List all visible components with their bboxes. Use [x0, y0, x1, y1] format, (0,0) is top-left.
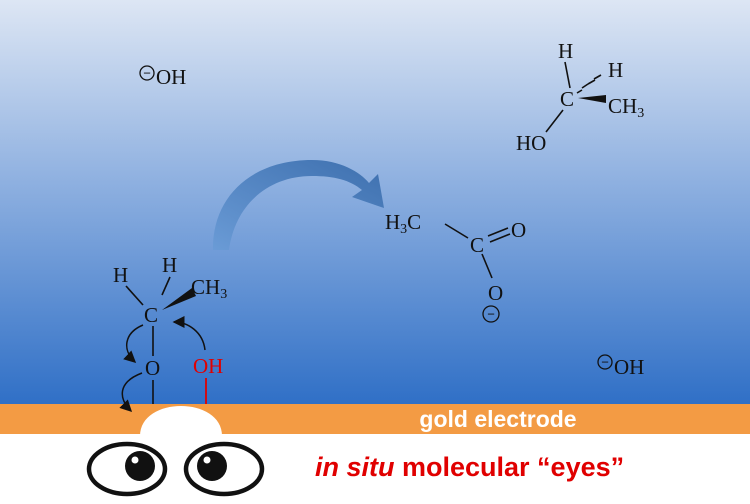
probe-bump: [140, 406, 222, 436]
svg-text:O: O: [145, 356, 160, 380]
caption: in situ molecular “eyes”: [315, 452, 624, 482]
svg-text:CH3: CH3: [191, 275, 227, 302]
negative-charge-icon: [139, 65, 155, 81]
electron-arrow: [123, 324, 144, 364]
gold-electrode: [0, 404, 750, 434]
svg-text:H: H: [162, 253, 177, 277]
hydroxide-label: OH: [156, 65, 186, 89]
svg-text:C: C: [470, 233, 484, 257]
svg-text:H: H: [113, 263, 128, 287]
electron-arrow: [119, 372, 143, 413]
hydroxide-top-left: − OH: [139, 65, 186, 89]
svg-text:O: O: [488, 281, 503, 305]
adsorbed-hydroxide: OH: [193, 354, 223, 378]
svg-text:−: −: [601, 355, 609, 370]
electrode-label: gold electrode: [419, 406, 576, 432]
hydroxide-bottom-right: − OH: [597, 354, 644, 379]
negative-charge-icon: [597, 354, 613, 370]
svg-text:O: O: [511, 218, 526, 242]
hydroxide-label: OH: [614, 355, 644, 379]
electron-arrow: [172, 316, 206, 351]
svg-text:−: −: [487, 307, 495, 322]
acetate-molecule: H3C C O O −: [385, 210, 526, 323]
negative-charge-icon: [482, 305, 500, 323]
eyes-icon: [86, 441, 265, 497]
svg-text:H: H: [558, 39, 573, 63]
svg-text:CH3: CH3: [608, 94, 644, 121]
svg-text:C: C: [560, 87, 574, 111]
svg-text:H3C: H3C: [385, 210, 421, 237]
svg-text:C: C: [144, 303, 158, 327]
ethanol-adsorbed-molecule: H H CH3 C O OH: [113, 253, 227, 413]
svg-text:H: H: [608, 58, 623, 82]
reaction-arrow: [212, 160, 384, 250]
svg-text:−: −: [143, 66, 151, 81]
ethanol-free-molecule: H H C CH3 HO: [516, 39, 644, 155]
svg-text:HO: HO: [516, 131, 546, 155]
